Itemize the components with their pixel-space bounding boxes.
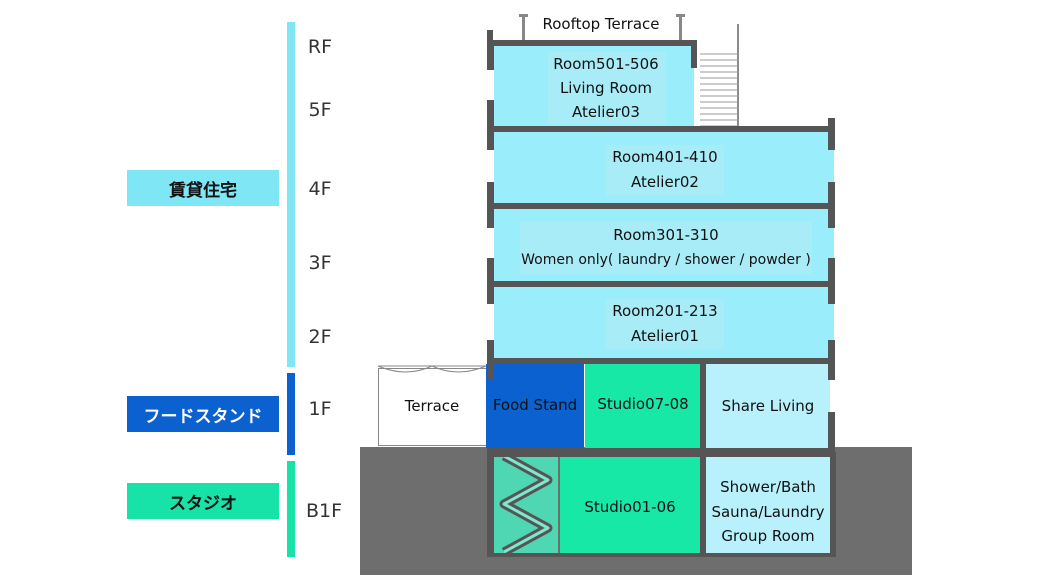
left-wall	[487, 40, 494, 70]
room-2f-line1: Room201-213	[612, 302, 718, 320]
terrace-label: Terrace	[404, 397, 460, 415]
studio-1f	[585, 364, 701, 448]
room-3f-line2: Women only( laundry / shower / powder )	[521, 252, 811, 268]
exterior-stair	[700, 24, 739, 128]
terrace-canopy	[377, 365, 487, 373]
partition-b1f	[700, 457, 706, 554]
rooftop-railing	[519, 14, 685, 42]
room-3f-line1: Room301-310	[613, 226, 719, 244]
food-stand	[486, 364, 584, 448]
category-residential-label: 賃貸住宅	[169, 180, 237, 201]
studio-b1f-label: Studio01-06	[584, 498, 676, 516]
room-3f-label-bg	[520, 222, 812, 274]
rooftop-terrace-label: Rooftop Terrace	[542, 15, 660, 33]
room-2f-label-bg	[606, 299, 724, 349]
room-5f-line1: Room501-506	[553, 55, 659, 73]
terrace	[378, 368, 486, 446]
spiral-stair-icon	[499, 452, 553, 554]
share-living	[706, 364, 830, 448]
room-4f-line2: Atelier02	[631, 173, 699, 191]
category-studio-label: スタジオ	[169, 493, 237, 514]
floor-rf: RF	[307, 36, 333, 58]
residential-bar	[287, 22, 295, 367]
studio-bar	[287, 461, 295, 557]
category-food-stand: フードスタンド	[127, 396, 279, 432]
roof-slab	[487, 40, 697, 46]
studio-b1f	[560, 457, 700, 554]
studio-1f-label: Studio07-08	[597, 395, 689, 413]
room-4f-label-bg	[606, 145, 724, 195]
facilities	[706, 457, 830, 554]
slab-3f-top	[487, 203, 835, 209]
basement-floor-slab	[487, 553, 835, 557]
category-food-stand-label: フードスタンド	[143, 406, 263, 427]
facilities-line1: Shower/Bath	[720, 478, 816, 496]
share-living-label: Share Living	[721, 397, 815, 415]
partition-1f	[700, 364, 706, 450]
room-2f-line2: Atelier01	[631, 327, 699, 345]
floor-b1f: B1F	[305, 500, 343, 522]
food-stand-label: Food Stand	[492, 396, 578, 414]
floor-4f: 4F	[308, 178, 332, 200]
floor-3f: 3F	[308, 252, 332, 274]
slab-4f-top	[487, 126, 835, 132]
category-studio: スタジオ	[127, 483, 279, 519]
right-wall-seg1	[828, 118, 835, 150]
floor-1f: 1F	[308, 398, 332, 420]
facilities-line2: Sauna/Laundry	[711, 503, 825, 521]
basement-right-wall	[830, 452, 836, 557]
roof-parapet-right	[691, 40, 697, 68]
roof-parapet-left	[487, 30, 493, 46]
room-5f-line2: Living Room	[559, 79, 653, 97]
food-stand-bar	[287, 373, 295, 455]
room-5f-line3: Atelier03	[572, 103, 640, 121]
room-5f-label-bg	[548, 52, 666, 124]
floor-5f: 5F	[308, 99, 332, 121]
right-wall-seg5	[828, 412, 835, 452]
slab-b1f-top	[494, 448, 835, 457]
left-wall-seg2	[487, 100, 494, 150]
category-residential: 賃貸住宅	[127, 170, 279, 206]
room-4f-line1: Room401-410	[612, 148, 718, 166]
floor-2f: 2F	[308, 326, 332, 348]
facilities-line3: Group Room	[721, 527, 815, 545]
slab-1f-top	[487, 358, 835, 364]
slab-2f-top	[487, 281, 835, 287]
left-wall-basement	[487, 447, 494, 557]
